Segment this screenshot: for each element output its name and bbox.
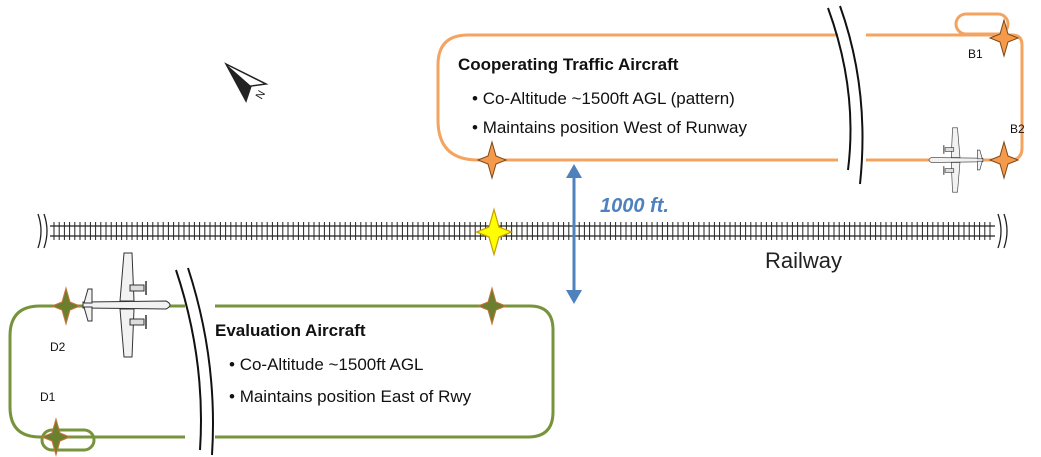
- railway-label: Railway: [765, 248, 842, 273]
- track-break-mark: [827, 7, 852, 171]
- track-break-mark: [839, 5, 864, 185]
- evaluation-title: Evaluation Aircraft: [215, 321, 366, 340]
- north-label: N: [254, 89, 268, 102]
- evaluation-pattern-track: [8, 304, 555, 439]
- cooperating-bullet-1: • Co-Altitude ~1500ft AGL (pattern): [472, 89, 735, 108]
- north-arrow-icon: N: [224, 62, 269, 103]
- separation-arrow: [566, 164, 582, 304]
- waypoint-b1-label: B1: [968, 47, 983, 61]
- waypoint-d2-label: D2: [50, 340, 66, 354]
- waypoint-d1-label: D1: [40, 390, 56, 404]
- waypoint-b2-label: B2: [1010, 122, 1025, 136]
- track-break-mark: [175, 269, 202, 451]
- cooperating-pattern-track: [436, 33, 1024, 162]
- evaluation-bullet-1: • Co-Altitude ~1500ft AGL: [229, 355, 424, 374]
- track-break-mark: [187, 267, 214, 456]
- cooperating-title: Cooperating Traffic Aircraft: [458, 55, 679, 74]
- d1-holding-loop: [40, 428, 96, 452]
- b1-holding-loop: [954, 12, 1010, 36]
- evaluation-bullet-2: • Maintains position East of Rwy: [229, 387, 472, 406]
- four-point-star-icon: [475, 208, 513, 256]
- cooperating-bullet-2: • Maintains position West of Runway: [472, 118, 747, 137]
- railway-track: [37, 213, 1008, 249]
- separation-label: 1000 ft.: [600, 195, 669, 217]
